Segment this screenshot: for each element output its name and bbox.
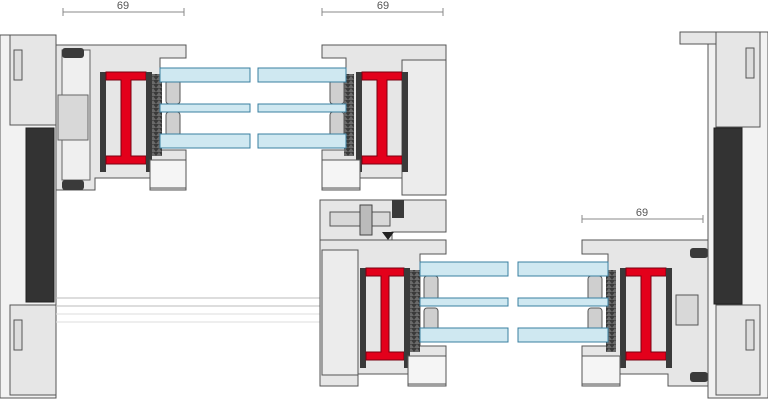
glazing-bottom [419, 261, 609, 343]
dimension-line-right: 69 [581, 207, 704, 223]
dimension-label: 69 [377, 0, 389, 12]
dimension-line-top-left: 69 [62, 0, 185, 16]
dimension-line-top-center: 69 [321, 0, 444, 16]
wall-insulation [25, 127, 55, 303]
sash-profile-top-left [55, 44, 187, 191]
dimension-label: 69 [117, 0, 129, 12]
dimension-label: 69 [636, 207, 648, 219]
glazing-top [159, 67, 347, 149]
left-wall-frame [0, 34, 322, 399]
right-wall-frame [679, 31, 768, 399]
sash-profile-bottom-center [319, 239, 447, 387]
sash-profile-bottom-right [581, 239, 709, 387]
sash-profile-top-center [321, 44, 447, 196]
wall-insulation [713, 127, 743, 305]
